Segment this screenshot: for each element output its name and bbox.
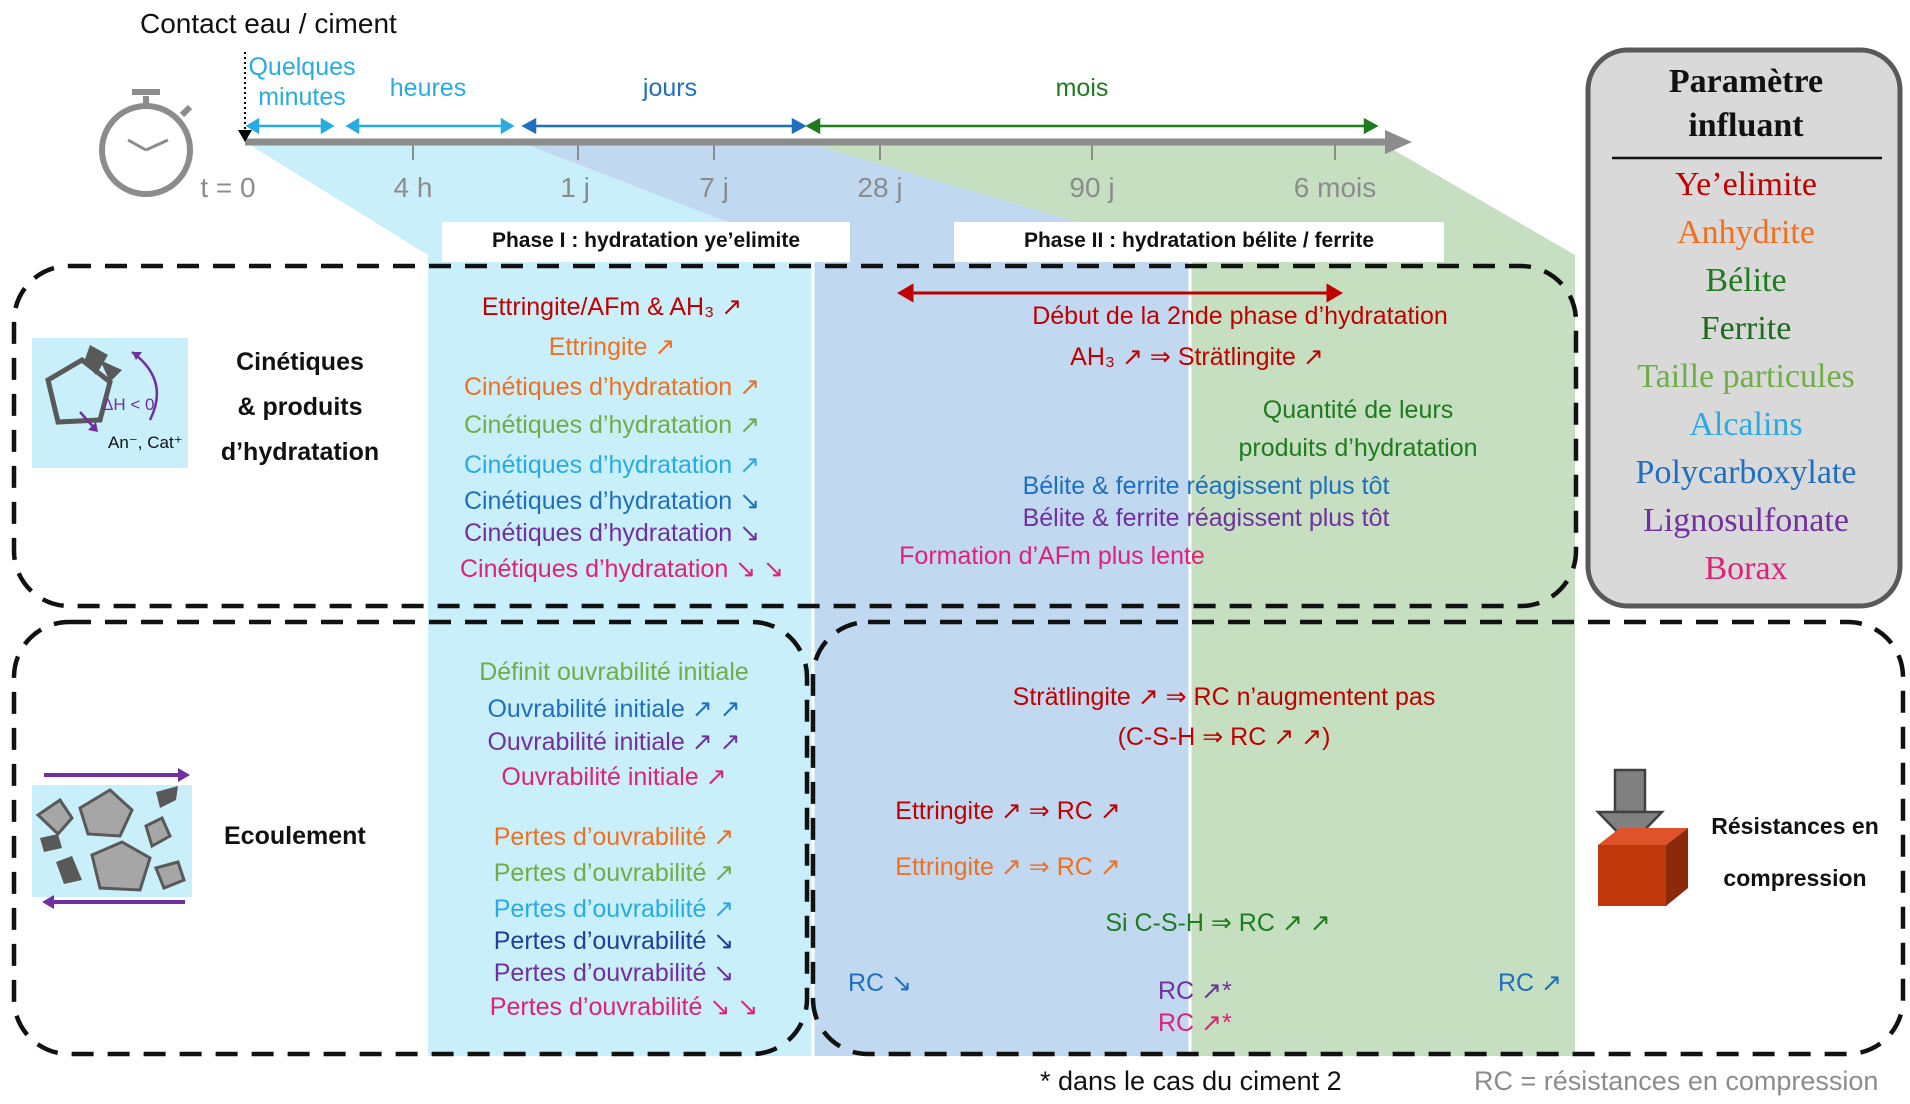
legend-item-ferrite: Ferrite bbox=[1700, 310, 1792, 347]
strength-title-line2: compression bbox=[1723, 865, 1867, 891]
kinetics-p2-item: Bélite & ferrite réagissent plus tôt bbox=[1022, 504, 1390, 532]
legend-box bbox=[1585, 47, 1903, 609]
region-minutes-hours bbox=[245, 142, 813, 1056]
legend-item-borax: Borax bbox=[1704, 550, 1788, 587]
icon-ions-label: An⁻, Cat⁺ bbox=[108, 433, 183, 452]
kinetics-row-box bbox=[11, 263, 1579, 609]
kinetics-p1-item: Cinétiques d’hydratation ↗ bbox=[463, 411, 761, 439]
kinetics-title-line1: Cinétiques bbox=[236, 348, 364, 376]
tick-label: 1 j bbox=[560, 172, 590, 203]
strength-item: Strätlingite ↗ ⇒ RC n’augmentent pas bbox=[1012, 683, 1436, 711]
strength-item: RC ↘ bbox=[848, 969, 913, 997]
legend-item-yeelimite: Ye’elimite bbox=[1675, 166, 1817, 203]
kinetics-p1-item: Cinétiques d’hydratation ↘ bbox=[463, 487, 761, 515]
kinetics-p2-item: Quantité de leurs bbox=[1262, 396, 1454, 424]
flow-item: Pertes d’ouvrabilité ↘ bbox=[493, 959, 735, 987]
kinetics-p2-item: Formation d’AFm plus lente bbox=[899, 542, 1205, 570]
period-days: jours bbox=[642, 74, 698, 102]
tick-label: 90 j bbox=[1069, 172, 1115, 203]
period-hours: heures bbox=[389, 74, 467, 102]
tick-label: 7 j bbox=[699, 172, 729, 203]
legend-item-lignosulfonate: Lignosulfonate bbox=[1643, 502, 1849, 539]
kinetics-p1-item: Cinétiques d’hydratation ↗ bbox=[463, 451, 761, 479]
flow-item: Pertes d’ouvrabilité ↗ bbox=[493, 859, 735, 887]
strength-title: Résistances en compression bbox=[1711, 800, 1878, 904]
period-minutes: Quelques minutes bbox=[248, 53, 356, 111]
kinetics-p2-item: produits d’hydratation bbox=[1238, 434, 1478, 462]
phase1-box bbox=[442, 222, 850, 262]
kinetics-title-line2: & produits bbox=[237, 393, 363, 421]
flow-icon bbox=[32, 768, 192, 909]
legend-item-alkalis: Alcalins bbox=[1689, 406, 1803, 443]
strength-item: (C-S-H ⇒ RC ↗ ↗) bbox=[1117, 723, 1331, 751]
kinetics-p2-item: AH₃ ↗ ⇒ Strätlingite ↗ bbox=[1070, 343, 1324, 371]
contact-label: Contact eau / ciment bbox=[140, 8, 397, 39]
phase2-label: Phase II : hydratation bélite / ferrite bbox=[1023, 229, 1375, 252]
flow-item: Pertes d’ouvrabilité ↗ bbox=[493, 895, 735, 923]
footnote-cement2: * dans le cas du ciment 2 bbox=[1040, 1066, 1342, 1096]
phase1-label: Phase I : hydratation ye’elimite bbox=[491, 229, 801, 252]
period-months: mois bbox=[1055, 74, 1109, 102]
flow-item: Pertes d’ouvrabilité ↗ bbox=[493, 823, 735, 851]
flow-item: Ouvrabilité initiale ↗ ↗ bbox=[487, 728, 741, 756]
legend-item-polycarboxylate: Polycarboxylate bbox=[1635, 454, 1857, 491]
strength-item: Si C-S-H ⇒ RC ↗ ↗ bbox=[1105, 909, 1331, 937]
kinetics-p1-item: Cinétiques d’hydratation ↘ bbox=[463, 519, 761, 547]
strength-item: RC ↗* bbox=[1158, 977, 1232, 1005]
flow-title: Ecoulement bbox=[224, 822, 366, 850]
kinetics-title-line3: d’hydratation bbox=[220, 438, 380, 466]
kinetics-p1-item: Ettringite/AFm & AH₃ ↗ bbox=[481, 293, 743, 321]
strength-title-line1: Résistances en bbox=[1711, 813, 1879, 839]
flow-item: Ouvrabilité initiale ↗ bbox=[501, 763, 727, 791]
footnote-rc-definition: RC = résistances en compression bbox=[1474, 1066, 1879, 1096]
phase2-box bbox=[954, 222, 1444, 262]
kinetics-p1-item: Cinétiques d’hydratation ↘ ↘ bbox=[459, 555, 785, 583]
kinetics-icon bbox=[32, 338, 188, 468]
stopwatch-icon bbox=[99, 89, 193, 197]
icon-dh-label: ΔH < 0 bbox=[102, 395, 155, 414]
kinetics-p2-item: Début de la 2nde phase d’hydratation bbox=[1032, 302, 1448, 330]
strength-item: Ettringite ↗ ⇒ RC ↗ bbox=[895, 797, 1121, 825]
tick-label: 28 j bbox=[857, 172, 903, 203]
tick-label: 6 mois bbox=[1293, 172, 1377, 203]
tick-label: t = 0 bbox=[200, 172, 256, 203]
legend-item-anhydrite: Anhydrite bbox=[1677, 214, 1815, 251]
flow-item: Pertes d’ouvrabilité ↘ ↘ bbox=[489, 993, 759, 1021]
flow-item: Pertes d’ouvrabilité ↘ bbox=[493, 927, 735, 955]
strength-item: RC ↗ bbox=[1498, 969, 1563, 997]
legend-title: Paramètre influant bbox=[1668, 63, 1824, 144]
flow-row-box bbox=[11, 619, 810, 1057]
kinetics-title: Cinétiques & produits d’hydratation bbox=[221, 340, 379, 475]
flow-item: Ouvrabilité initiale ↗ ↗ bbox=[487, 695, 741, 723]
strength-item: Ettringite ↗ ⇒ RC ↗ bbox=[895, 853, 1121, 881]
kinetics-p2-item: Bélite & ferrite réagissent plus tôt bbox=[1022, 472, 1390, 500]
region-days bbox=[520, 142, 1190, 1056]
strength-row-box bbox=[810, 619, 1906, 1057]
kinetics-p1-item: Cinétiques d’hydratation ↗ bbox=[463, 373, 761, 401]
legend-item-particle-size: Taille particules bbox=[1637, 358, 1855, 395]
flow-item: Définit ouvrabilité initiale bbox=[479, 658, 749, 686]
tick-label: 4 h bbox=[393, 172, 433, 203]
kinetics-p1-item: Ettringite ↗ bbox=[548, 333, 676, 361]
compression-icon bbox=[1595, 768, 1688, 906]
strength-item: RC ↗* bbox=[1158, 1009, 1232, 1037]
legend-item-belite: Bélite bbox=[1705, 262, 1787, 299]
